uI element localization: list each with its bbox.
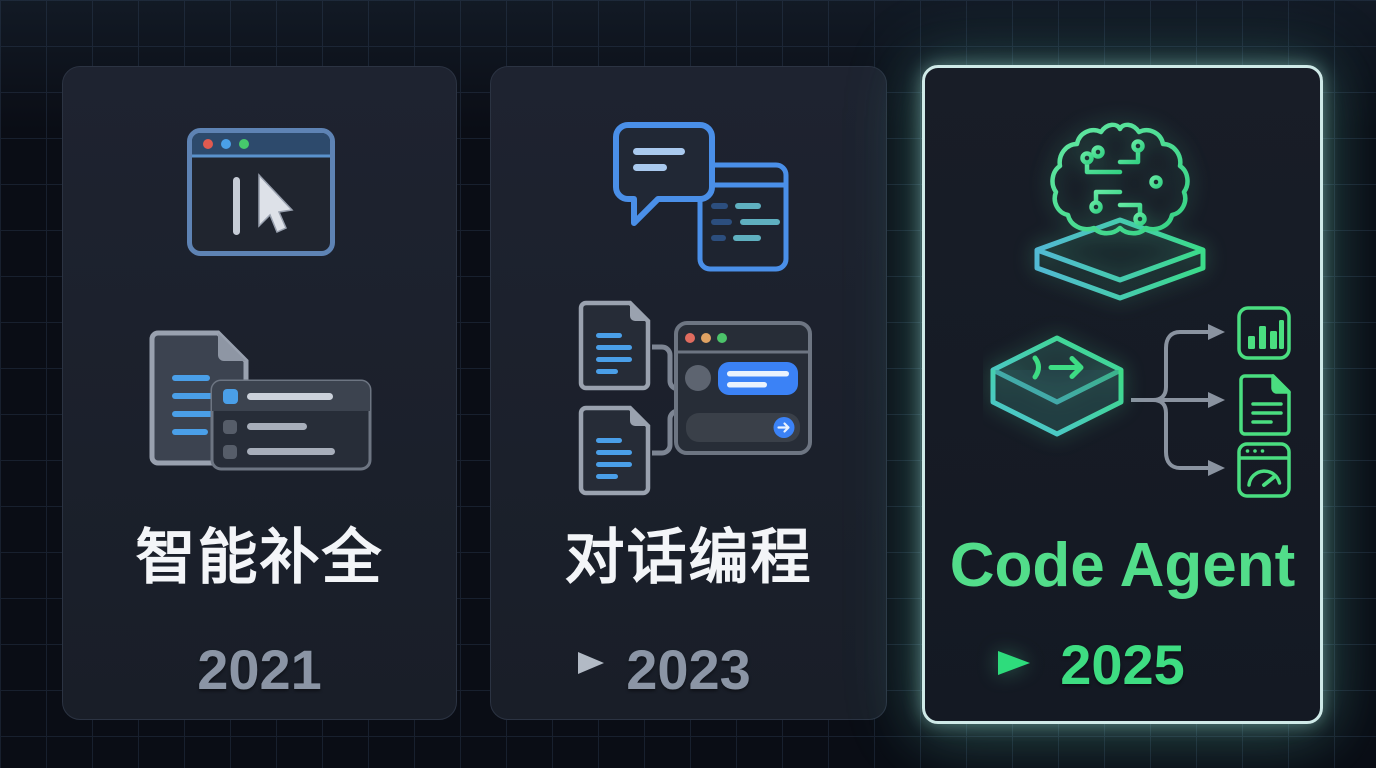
chat-bubble-code-icon [606,117,791,277]
circuit-brain-platform-icon [1025,108,1215,308]
card-code-agent: Code Agent 2025 [922,65,1323,724]
card-year: 2021 [197,638,322,701]
card-year: 2025 [1060,633,1185,696]
card-year: 2023 [626,638,751,701]
card-title: 智能补全 [135,524,384,591]
bar-chart-icon [1237,306,1291,360]
card-title: Code Agent [949,531,1296,600]
agent-box-outputs-flow [983,296,1315,506]
editor-window-cursor-icon [186,127,336,257]
card-chat-programming: 对话编程 2023 [490,66,887,720]
arrow-2021-to-2023 [342,652,604,674]
card-smart-completion: 智能补全 2021 [62,66,457,720]
document-autocomplete-icon [146,323,376,473]
card-title: 对话编程 [564,524,813,591]
arrow-2023-to-2025 [766,651,1030,675]
document-icon [1239,374,1291,436]
gauge-window-icon [1237,442,1291,498]
documents-to-chat-flow-icon [574,295,814,500]
